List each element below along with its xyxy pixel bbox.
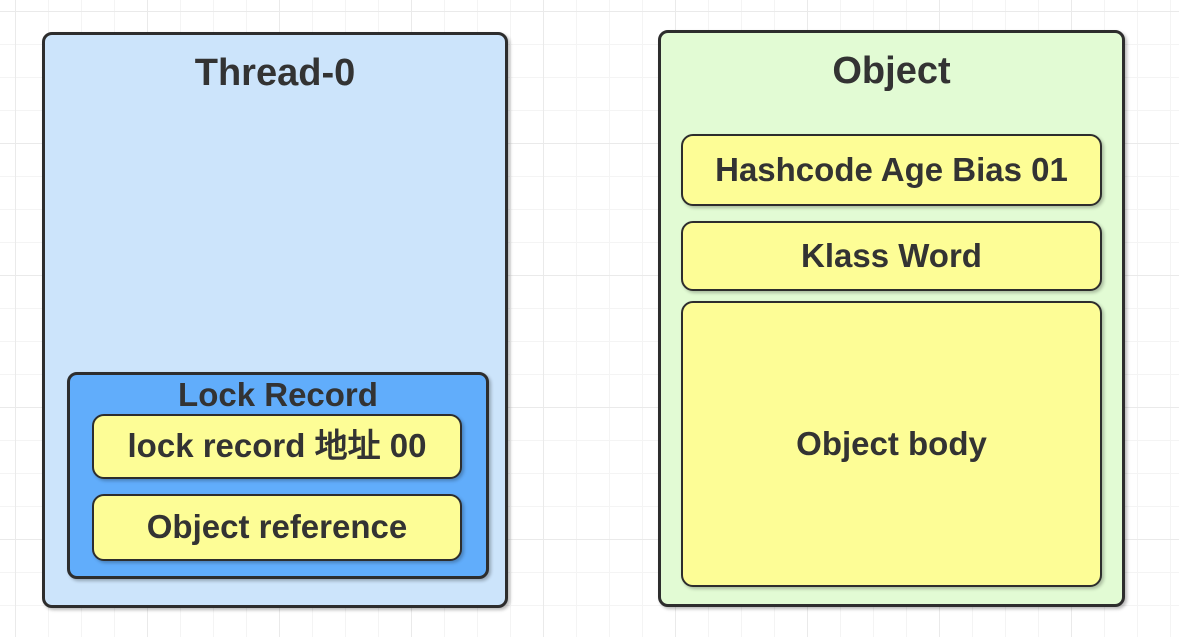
object-body-field[interactable]: Object body xyxy=(681,301,1102,587)
object-reference-label: Object reference xyxy=(146,508,408,546)
lock-record-address-field[interactable]: lock record 地址 00 xyxy=(92,414,462,479)
object-box[interactable]: Object Hashcode Age Bias 01 Klass Word O… xyxy=(658,30,1125,607)
lock-record-title: Lock Record xyxy=(178,376,378,413)
klass-word-label: Klass Word xyxy=(801,236,982,274)
lock-record-address-label: lock record 地址 00 xyxy=(127,427,427,465)
mark-word-label: Hashcode Age Bias 01 xyxy=(715,150,1068,188)
object-body-label: Object body xyxy=(796,424,987,462)
mark-word-field[interactable]: Hashcode Age Bias 01 xyxy=(681,134,1102,206)
object-title: Object xyxy=(832,50,951,92)
lock-record-box[interactable]: Lock Record lock record 地址 00 Object ref… xyxy=(67,372,489,579)
klass-word-field[interactable]: Klass Word xyxy=(681,221,1102,291)
thread-title: Thread-0 xyxy=(194,52,356,94)
thread-box[interactable]: Thread-0 Lock Record lock record 地址 00 O… xyxy=(42,32,508,608)
object-reference-field[interactable]: Object reference xyxy=(92,494,462,561)
